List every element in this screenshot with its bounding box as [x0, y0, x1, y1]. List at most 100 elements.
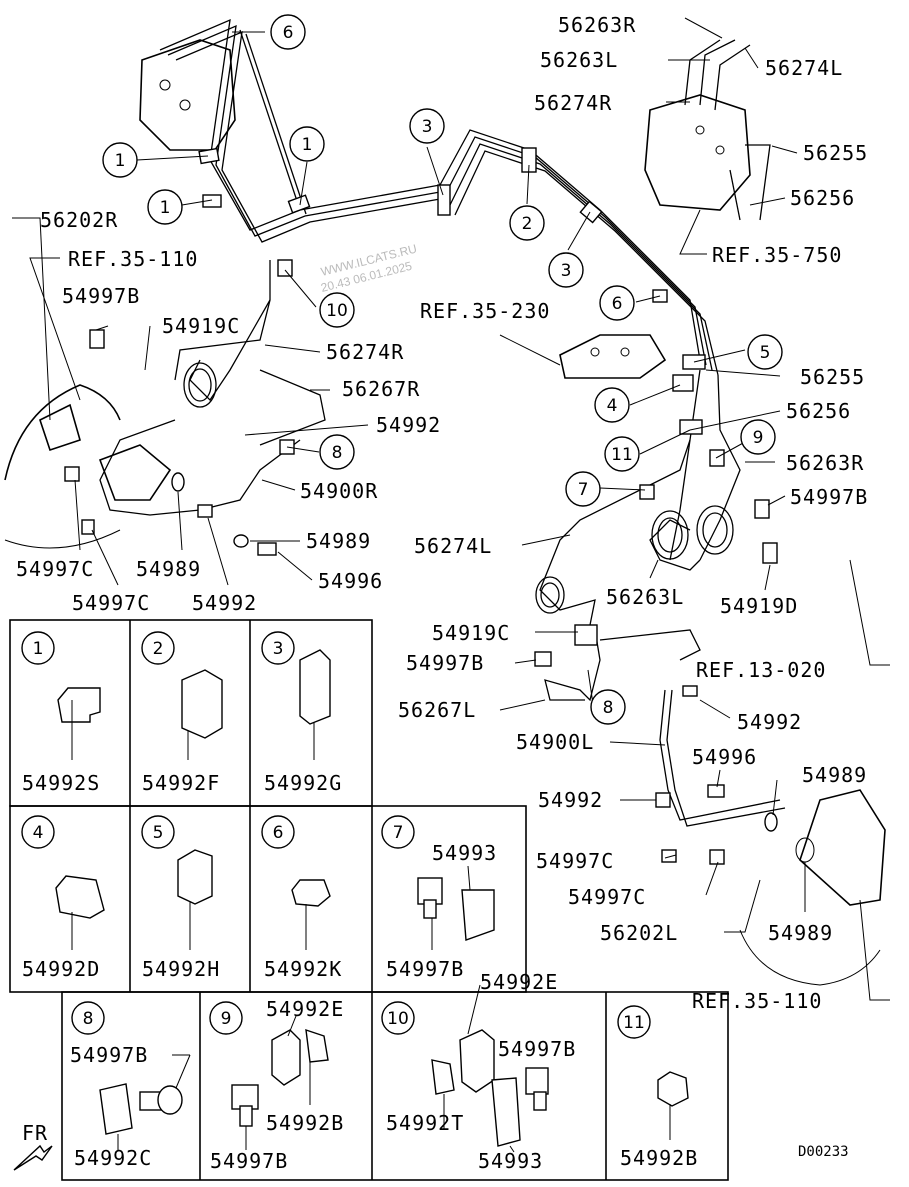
hydraulic-unit-right	[644, 39, 771, 221]
leader-lines	[12, 17, 890, 1001]
callout-2: 2	[522, 214, 533, 234]
callout-8b: 8	[603, 698, 614, 718]
label-54900R: 54900R	[300, 479, 378, 503]
legend-10-part-54993: 54993	[478, 1149, 543, 1173]
label-54996-a: 54996	[318, 569, 383, 593]
label-56255-mid: 56255	[800, 365, 865, 389]
label-ref-35-110-left: REF.35-110	[68, 247, 198, 271]
legend-4-part: 54992D	[22, 957, 100, 981]
legend-cell-4: 4 54992D	[21, 815, 105, 981]
legend-cell-7: 7 54993 54997B	[381, 815, 497, 981]
label-56263L: 56263L	[540, 48, 618, 72]
label-ref-35-750: REF.35-750	[712, 243, 842, 267]
legend-cell-9: 9 54992E 54992B 54997B	[209, 997, 344, 1173]
label-54997C-c: 54997C	[536, 849, 614, 873]
label-54992-b: 54992	[192, 591, 257, 615]
label-56263L-b: 56263L	[606, 585, 684, 609]
legend-cell-6: 6 54992K	[261, 815, 342, 981]
label-54997C-b: 54997C	[72, 591, 150, 615]
label-56267R: 56267R	[342, 377, 420, 401]
legend-11-part: 54992B	[620, 1146, 698, 1170]
legend-9-part-54992E: 54992E	[266, 997, 344, 1021]
legend-6-part: 54992K	[264, 957, 342, 981]
label-54992-c: 54992	[737, 710, 802, 734]
callout-9: 9	[753, 428, 764, 448]
label-ref-13-020: REF.13-020	[696, 658, 826, 682]
svg-text:9: 9	[221, 1009, 232, 1029]
bolts-washers	[64, 329, 778, 865]
callout-6b: 6	[612, 294, 623, 314]
legend-8-part-54992C: 54992C	[74, 1146, 152, 1170]
svg-text:4: 4	[33, 823, 44, 843]
legend-cell-2: 2 54992F	[141, 631, 223, 795]
legend-cell-1: 1 54992S	[21, 631, 101, 795]
label-56256-mid: 56256	[786, 399, 851, 423]
callout-1a: 1	[115, 151, 126, 171]
legend-1-part: 54992S	[22, 771, 100, 795]
legend-10-part-54997B: 54997B	[498, 1037, 576, 1061]
svg-text:7: 7	[393, 823, 404, 843]
label-54989-d: 54989	[768, 921, 833, 945]
label-54989-b: 54989	[136, 557, 201, 581]
pipe-coils	[183, 362, 734, 614]
svg-text:10: 10	[387, 1009, 409, 1029]
label-54997C-a: 54997C	[16, 557, 94, 581]
legend-5-part: 54992H	[142, 957, 220, 981]
legend-7-part-54993: 54993	[432, 841, 497, 865]
part-labels: 56263R 56263L 56274L 56274R 56255 5 6 2 5 6 …	[16, 13, 868, 1013]
callout-7: 7	[578, 480, 589, 500]
callout-11: 11	[611, 445, 633, 465]
label-54997B-a: 54997B	[62, 284, 140, 308]
callout-5: 5	[760, 343, 771, 363]
legend-2-part: 54992F	[142, 771, 220, 795]
caliper-right	[739, 789, 886, 986]
label-54992-d: 54992	[538, 788, 603, 812]
callout-4: 4	[607, 396, 618, 416]
callout-6a: 6	[283, 23, 294, 43]
label-56274L: 56274L	[765, 56, 843, 80]
svg-text:5: 5	[153, 823, 164, 843]
brake-booster-ref	[559, 334, 667, 379]
label-54996-b: 54996	[692, 745, 757, 769]
legend-cell-11: 11 54992B	[617, 1005, 698, 1170]
label-54919C-a: 54919C	[162, 314, 240, 338]
label-56274R: 56274R	[534, 91, 612, 115]
legend-9-part-54992B: 54992B	[266, 1111, 344, 1135]
label-56256-top: 56256	[790, 186, 855, 210]
label-54919D: 54919D	[720, 594, 798, 618]
legend-3-part: 54992G	[264, 771, 342, 795]
svg-text:8: 8	[83, 1009, 94, 1029]
callout-1b: 1	[160, 198, 171, 218]
label-54997C-d: 54997C	[568, 885, 646, 909]
label-54989-c: 54989	[802, 763, 867, 787]
svg-text:3: 3	[273, 639, 284, 659]
legend-9-part-54997B: 54997B	[210, 1149, 288, 1173]
label-54997B-c: 54997B	[406, 651, 484, 675]
label-56274L-b: 56274L	[414, 534, 492, 558]
legend-8-part-54997B: 54997B	[70, 1043, 148, 1067]
diagram-code: D00233	[798, 1144, 849, 1160]
legend-cell-8: 8 54997B 54992C	[70, 1001, 191, 1170]
label-ref-35-230: REF.35-230	[420, 299, 550, 323]
svg-text:FR: FR	[22, 1121, 48, 1145]
legend-7-part-54997B: 54997B	[386, 957, 464, 981]
label-54900L: 54900L	[516, 730, 594, 754]
label-54992-a: 54992	[376, 413, 441, 437]
label-56202L: 56202L	[600, 921, 678, 945]
callout-8a: 8	[332, 443, 343, 463]
front-arrow-icon: FR	[13, 1121, 53, 1171]
label-56263R: 56263R	[558, 13, 636, 37]
callout-1c: 1	[302, 135, 313, 155]
legend-cell-3: 3 54992G	[261, 631, 342, 795]
legend-cell-10: 10 54992E 54997B 54992T 54993	[381, 970, 576, 1173]
callout-3a: 3	[422, 117, 433, 137]
pipe-clips	[198, 147, 725, 500]
caliper-left	[4, 384, 172, 549]
label-ref-35-110-right: REF.35-110	[692, 989, 822, 1013]
legend-grid	[9, 619, 729, 1181]
label-54997B-b: 54997B	[790, 485, 868, 509]
label-56255-top: 56255	[803, 141, 868, 165]
svg-text:2: 2	[153, 639, 164, 659]
